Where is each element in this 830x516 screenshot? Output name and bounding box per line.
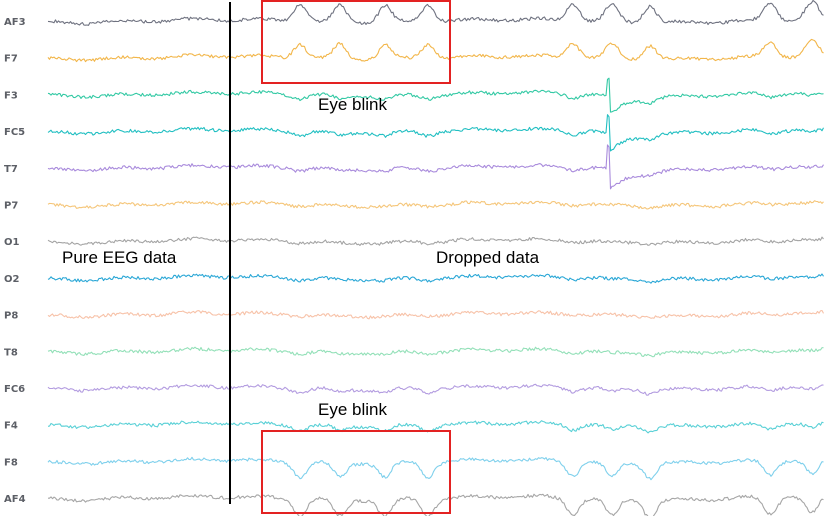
eye-blink-label-bottom: Eye blink: [318, 400, 387, 419]
channel-label-af4: AF4: [4, 494, 26, 505]
trace-t7: [47, 144, 824, 190]
channel-label-o1: O1: [4, 237, 20, 248]
channel-label-f7: F7: [4, 54, 18, 65]
channel-label-af3: AF3: [4, 17, 26, 28]
channel-label-p8: P8: [4, 311, 18, 322]
trace-f4: [47, 420, 824, 434]
trace-f3: [47, 77, 824, 113]
trace-p8: [47, 309, 824, 320]
channel-label-p7: P7: [4, 201, 18, 212]
dropped-data-label: Dropped data: [436, 248, 540, 267]
pure-eeg-data-label: Pure EEG data: [62, 248, 177, 267]
trace-t8: [47, 346, 824, 358]
channel-label-o2: O2: [4, 274, 20, 285]
trace-o1: [47, 236, 824, 246]
channel-label-f4: F4: [4, 421, 18, 432]
trace-af3: [47, 0, 824, 26]
channel-label-fc6: FC6: [4, 384, 25, 395]
trace-af4: [48, 493, 824, 516]
trace-p7: [47, 200, 824, 210]
channel-label-t7: T7: [4, 164, 18, 175]
channel-traces: [47, 0, 824, 516]
trace-fc5: [47, 114, 824, 152]
trace-f7: [47, 38, 824, 63]
eye-blink-label-top: Eye blink: [318, 95, 387, 114]
channel-label-f8: F8: [4, 457, 18, 468]
eye-blink-highlight-box-top: [261, 0, 451, 84]
eye-blink-highlight-box-bottom: [261, 430, 451, 514]
trace-o2: [47, 273, 824, 284]
channel-label-t8: T8: [4, 347, 18, 358]
trace-f8: [47, 456, 824, 481]
channel-label-f3: F3: [4, 90, 18, 101]
channel-label-fc5: FC5: [4, 127, 25, 138]
trace-fc6: [47, 383, 824, 396]
